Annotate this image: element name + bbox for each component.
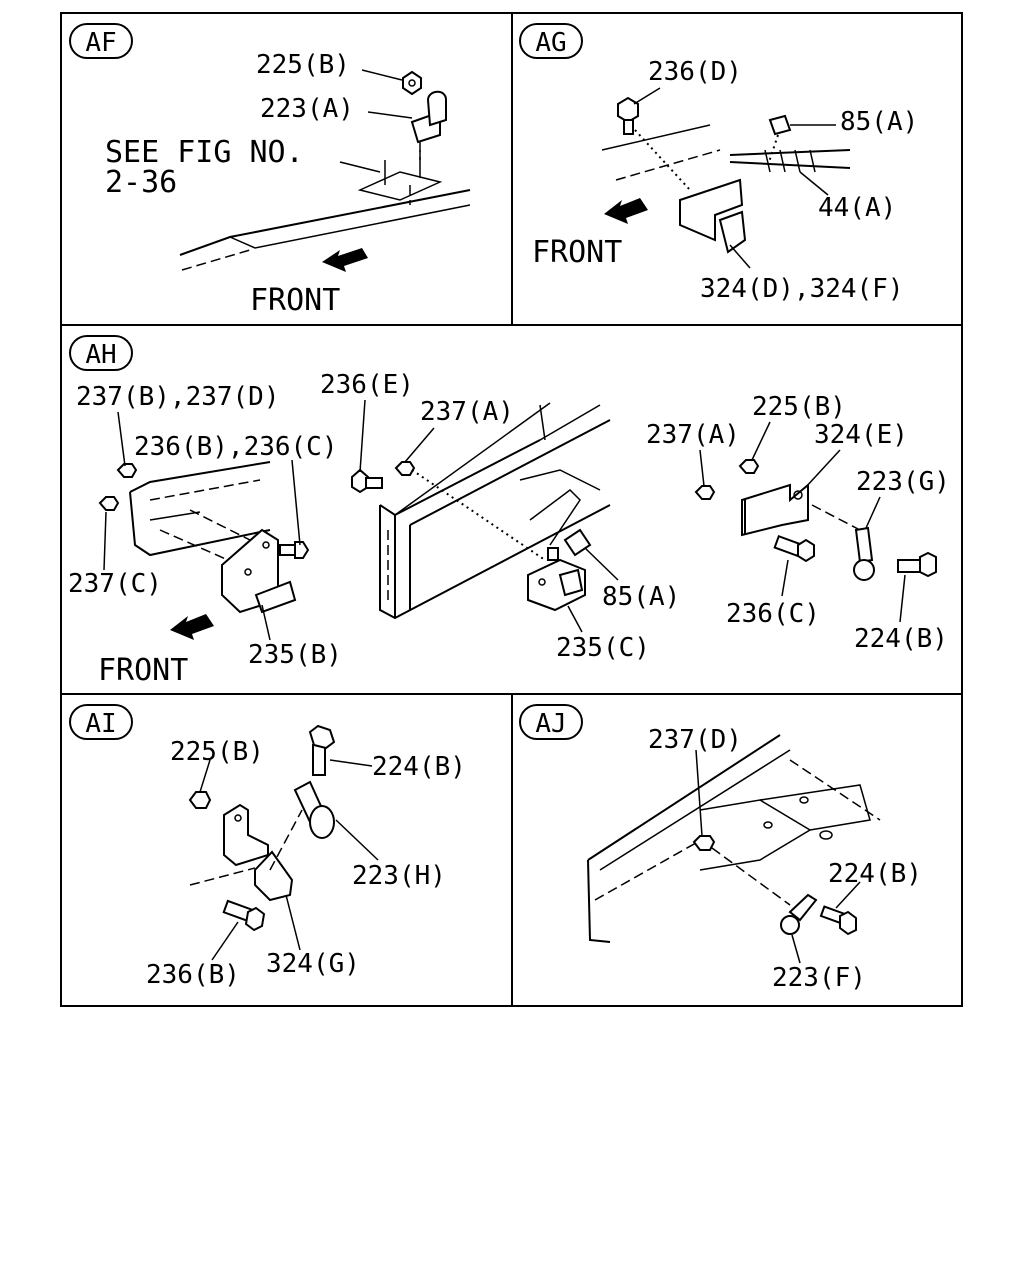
callout-label: 224(B) [828,859,922,889]
callout-label: 85(A) [602,582,680,612]
panel-tag-ai: AI [69,704,133,740]
callout-label: 44(A) [818,193,896,223]
callout-label: 235(C) [556,633,650,663]
svg-text:AI: AI [85,709,116,739]
panel-af: AF 225(B) 223(A) SEE FIG N [69,23,471,318]
callout-label: 237(D) [648,725,742,755]
bracket-part [221,528,297,614]
panel-aj: AJ 237(D) 224(B) 2 [519,704,922,993]
callout-label: 236(B),236(C) [134,432,338,462]
frame-rail [587,734,881,943]
callout-label: 223(G) [856,467,950,497]
nut-part [692,835,716,851]
bolt-part [279,541,310,559]
see-figure-label: 2-36 [105,165,177,200]
nut-part [116,463,138,478]
panel-tag-ah: AH [69,335,133,371]
callout-label: 235(B) [248,640,342,670]
frame-rail [379,402,611,620]
callout-label: 324(E) [814,420,908,450]
front-arrow-icon [322,248,368,272]
panel-tag-aj: AJ [519,704,583,740]
bolt-part [819,905,857,936]
clamp-part [780,893,818,935]
callout-label: 225(B) [752,392,846,422]
clip-part [563,528,592,557]
callout-label: 236(B) [146,960,240,990]
panel-ag: AG [519,23,918,304]
nut-part [402,70,422,96]
bracket-part [741,482,809,537]
bolt-part [897,551,937,578]
see-figure-label: SEE FIG NO. [105,135,304,170]
front-arrow-icon [604,198,648,224]
bolt-part [617,96,639,135]
svg-text:AH: AH [85,340,116,370]
front-arrow-icon [170,614,214,640]
callout-label: 236(E) [320,370,414,400]
callout-label: 237(C) [68,569,162,599]
callout-label: 324(G) [266,949,360,979]
nut-part [738,459,760,474]
bolt-part [308,724,336,776]
bracket-part [223,803,269,867]
panel-tag-ag: AG [519,23,583,59]
bracket-part [679,178,747,254]
callout-label: 85(A) [840,107,918,137]
callout-label: 324(D),324(F) [700,274,904,304]
callout-label: 237(A) [420,397,514,427]
bolt-part [547,547,559,561]
bolt-part [222,899,266,932]
frame-rail [129,461,271,557]
frame-rail [179,150,471,271]
svg-text:AG: AG [535,28,566,58]
nut-part [188,791,212,809]
callout-label: 236(D) [648,57,742,87]
svg-text:AF: AF [85,28,116,58]
bracket-part [527,558,586,612]
panel-tag-af: AF [69,23,133,59]
nut-part [694,485,716,500]
callout-label: 224(B) [372,752,466,782]
callout-label: 237(A) [646,420,740,450]
callout-label: 225(B) [170,737,264,767]
cable-part [729,149,851,173]
bolt-part [351,468,383,494]
callout-label: 225(B) [256,50,350,80]
bolt-part [773,534,815,563]
callout-label: 223(A) [260,94,354,124]
panel-ai: AI 225(B) 224(B) 2 [69,704,466,990]
callout-label: 223(F) [772,963,866,993]
clamp-part [293,780,335,839]
nut-part [98,496,120,511]
front-label: FRONT [98,653,188,688]
panel-ah: AH [68,335,950,688]
svg-text:AJ: AJ [535,709,566,739]
clamp-part [853,526,875,581]
callout-label: 236(C) [726,599,820,629]
front-label: FRONT [532,235,622,270]
nut-part [394,461,416,476]
bracket-part [254,850,294,902]
diagram-frame [60,12,963,1007]
callout-label: 224(B) [854,624,948,654]
callout-label: 223(H) [352,861,446,891]
front-label: FRONT [250,283,340,318]
clip-part [410,90,447,144]
callout-label: 237(B),237(D) [76,382,280,412]
clip-part [768,114,792,136]
